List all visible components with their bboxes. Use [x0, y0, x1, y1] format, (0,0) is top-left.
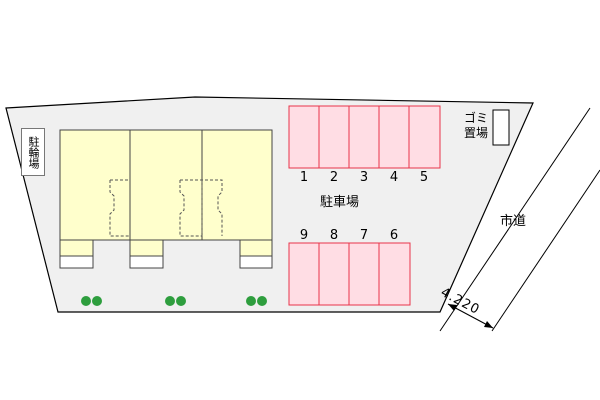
building-wing: [129, 239, 164, 257]
bicycle-parking-label: 駐輪場: [21, 128, 45, 176]
tree-icon: [92, 296, 102, 306]
building-wing: [239, 239, 273, 257]
parking-number: 4: [389, 170, 399, 185]
building: [59, 129, 273, 269]
parking-space-8: [318, 242, 350, 306]
parking-space-5: [408, 105, 441, 169]
parking-number: 8: [329, 228, 339, 243]
stair-outline: [179, 179, 223, 237]
building-unit: [129, 129, 203, 241]
road-edge-left: [439, 107, 591, 332]
trees: [81, 296, 267, 306]
parking-space-1: [288, 105, 320, 169]
parking-space-4: [378, 105, 410, 169]
parking-number: 9: [299, 228, 309, 243]
parking-number: 7: [359, 228, 369, 243]
tree-icon: [176, 296, 186, 306]
tree-icon: [246, 296, 256, 306]
entrance: [129, 255, 164, 269]
building-wing: [59, 239, 94, 257]
building-unit: [201, 129, 273, 241]
tree-icon: [257, 296, 267, 306]
parking-number: 5: [419, 170, 429, 185]
entrance: [59, 255, 94, 269]
arrow-head-right: [484, 321, 493, 328]
parking-number: 2: [329, 170, 339, 185]
tree-icon: [81, 296, 91, 306]
tree-icon: [165, 296, 175, 306]
parking-top-row: [288, 105, 441, 169]
parking-bottom-row: [288, 242, 411, 306]
parking-space-6: [378, 242, 411, 306]
parking-number: 6: [389, 228, 399, 243]
entrance: [239, 255, 273, 269]
arrow-head-left: [448, 304, 457, 311]
building-unit: [59, 129, 131, 241]
road-label: 市道: [500, 214, 527, 229]
parking-number: 3: [359, 170, 369, 185]
garbage-box: [492, 109, 510, 146]
road-edge-right: [491, 169, 600, 332]
parking-space-7: [348, 242, 380, 306]
garbage-area-label: ゴミ 置場: [463, 111, 488, 140]
parking-space-2: [318, 105, 350, 169]
parking-space-9: [288, 242, 320, 306]
parking-label: 駐車場: [320, 195, 360, 210]
parking-number: 1: [299, 170, 309, 185]
stair-outline: [109, 179, 130, 237]
parking-space-3: [348, 105, 380, 169]
